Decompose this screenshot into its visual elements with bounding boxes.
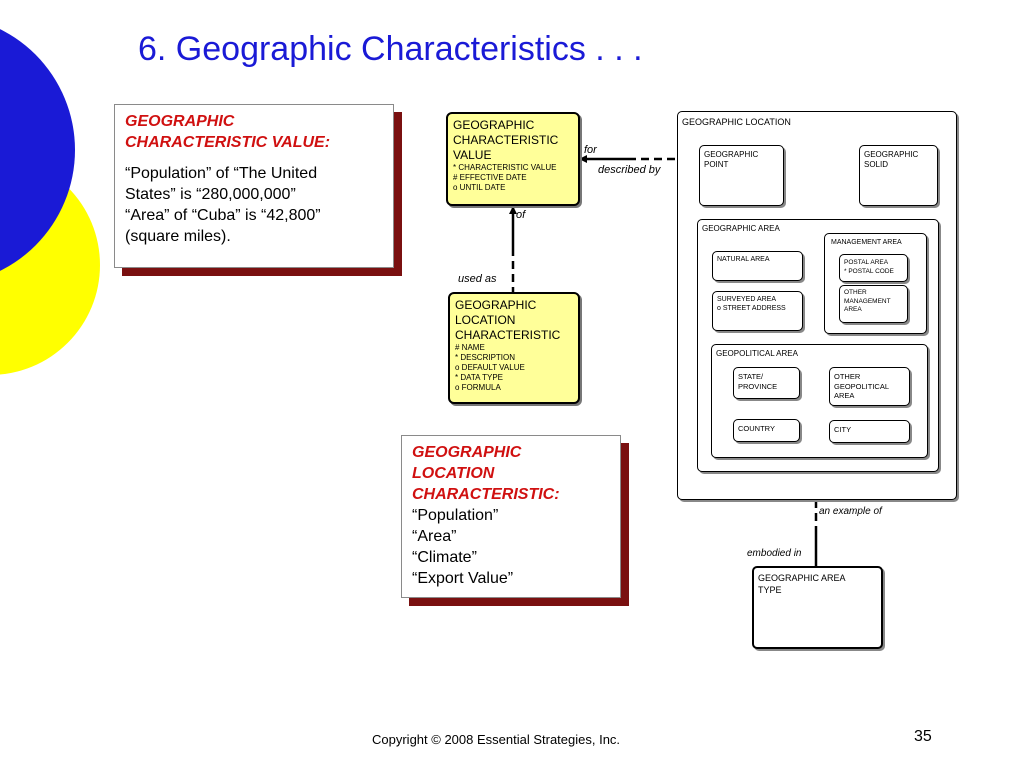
rel-label-for: for: [584, 144, 597, 156]
entity-attribute: * DESCRIPTION: [455, 353, 516, 362]
entity-attribute: o UNTIL DATE: [453, 183, 506, 192]
entity-name: GEOPOLITICAL AREA: [716, 349, 798, 358]
entity-geographic-location-characteristic[interactable]: GEOGRAPHIC LOCATION CHARACTERISTIC # NAM…: [448, 292, 580, 404]
entity-attribute: # NAME: [455, 343, 485, 352]
entity-name: SOLID: [864, 160, 889, 169]
rel-label-of: of: [516, 209, 526, 221]
entity-name: STATE/: [738, 372, 764, 381]
entity-name: TYPE: [758, 585, 782, 595]
entity-name: LOCATION: [455, 313, 516, 327]
note-heading: CHARACTERISTIC VALUE:: [125, 134, 331, 151]
entity-attribute: * POSTAL CODE: [844, 268, 894, 275]
entity-state-province[interactable]: STATE/ PROVINCE: [733, 367, 800, 399]
note-heading: GEOGRAPHIC: [125, 113, 235, 130]
entity-name: SURVEYED AREA: [717, 296, 777, 303]
entity-attribute: o STREET ADDRESS: [717, 305, 786, 312]
note-line: “Area”: [412, 528, 457, 545]
entity-name: COUNTRY: [738, 424, 775, 433]
entity-name: GEOGRAPHIC: [704, 150, 759, 159]
entity-other-management-area[interactable]: OTHER MANAGEMENT AREA: [839, 285, 908, 323]
entity-name: POSTAL AREA: [844, 259, 889, 266]
note-heading: CHARACTERISTIC:: [412, 486, 560, 503]
entity-name: MANAGEMENT AREA: [831, 239, 902, 246]
crows-foot: [509, 206, 517, 214]
entity-name: GEOPOLITICAL: [834, 381, 890, 391]
entity-postal-area[interactable]: POSTAL AREA * POSTAL CODE: [839, 254, 908, 282]
page-title: 6. Geographic Characteristics . . .: [138, 30, 643, 68]
note-line: “Export Value”: [412, 570, 514, 587]
note-line: “Climate”: [412, 549, 477, 566]
entity-name: CITY: [834, 425, 852, 434]
entity-geographic-point[interactable]: GEOGRAPHIC POINT: [699, 145, 784, 206]
entity-geographic-solid[interactable]: GEOGRAPHIC SOLID: [859, 145, 938, 206]
entity-name: MANAGEMENT: [844, 297, 891, 305]
note-line: (square miles).: [125, 228, 231, 245]
entity-name: GEOGRAPHIC: [455, 298, 537, 312]
note-characteristic-value: GEOGRAPHIC CHARACTERISTIC VALUE: “Popula…: [114, 104, 394, 268]
note-heading: LOCATION: [412, 465, 495, 482]
entity-name: GEOGRAPHIC AREA: [758, 573, 846, 583]
page-number: 35: [914, 728, 932, 745]
entity-name: OTHER: [834, 372, 861, 381]
rel-label-used-as: used as: [458, 273, 497, 285]
entity-name: CHARACTERISTIC: [455, 328, 561, 342]
entity-attribute: o DEFAULT VALUE: [455, 363, 525, 372]
entity-name: AREA: [834, 391, 855, 400]
note-heading: GEOGRAPHIC: [412, 444, 522, 461]
entity-name: POINT: [704, 160, 729, 169]
entity-name: GEOGRAPHIC AREA: [702, 224, 780, 233]
note-line: States” is “280,000,000”: [125, 186, 296, 203]
blue-circle: [0, 29, 75, 271]
note-line: “Area” of “Cuba” is “42,800”: [125, 207, 321, 224]
entity-name: GEOGRAPHIC: [453, 118, 535, 132]
copyright-footer: Copyright © 2008 Essential Strategies, I…: [372, 732, 621, 747]
entity-attribute: o FORMULA: [455, 383, 501, 392]
entity-name: CHARACTERISTIC: [453, 133, 559, 147]
entity-attribute: * DATA TYPE: [455, 373, 504, 382]
entity-natural-area[interactable]: NATURAL AREA: [712, 251, 803, 281]
entity-name: GEOGRAPHIC: [864, 150, 919, 159]
entity-surveyed-area[interactable]: SURVEYED AREA o STREET ADDRESS: [712, 291, 803, 331]
entity-geographic-area-type[interactable]: GEOGRAPHIC AREA TYPE: [752, 566, 883, 649]
entity-name: GEOGRAPHIC LOCATION: [682, 117, 791, 127]
entity-city[interactable]: CITY: [829, 420, 910, 443]
note-line: “Population”: [412, 507, 499, 524]
rel-label-embodied-in: embodied in: [747, 548, 802, 559]
rel-label-an-example-of: an example of: [819, 506, 882, 517]
entity-name: NATURAL AREA: [717, 256, 770, 263]
entity-name: AREA: [844, 306, 862, 313]
entity-geographic-characteristic-value[interactable]: GEOGRAPHIC CHARACTERISTIC VALUE * CHARAC…: [446, 112, 580, 206]
note-location-characteristic: GEOGRAPHIC LOCATION CHARACTERISTIC: “Pop…: [401, 435, 621, 598]
entity-other-geopolitical-area[interactable]: OTHER GEOPOLITICAL AREA: [829, 367, 910, 406]
entity-name: OTHER: [844, 289, 867, 296]
crows-foot: [579, 155, 587, 163]
note-line: “Population” of “The United: [125, 165, 318, 182]
entity-attribute: * CHARACTERISTIC VALUE: [453, 163, 557, 172]
rel-label-described-by: described by: [598, 164, 661, 176]
entity-name: PROVINCE: [738, 381, 778, 391]
entity-name: VALUE: [453, 148, 492, 162]
decorative-circles: [0, 29, 100, 375]
entity-attribute: # EFFECTIVE DATE: [453, 173, 527, 182]
entity-country[interactable]: COUNTRY: [733, 419, 800, 442]
